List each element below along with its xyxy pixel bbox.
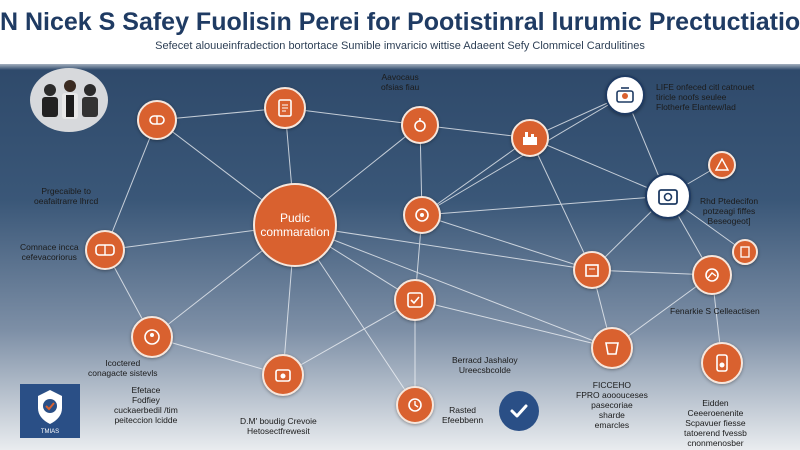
camera-icon: [275, 369, 291, 382]
medicine-box-icon: [658, 189, 678, 205]
edge: [421, 195, 668, 216]
node-camera[interactable]: [262, 354, 304, 396]
edge: [104, 119, 158, 251]
node-report[interactable]: [732, 239, 758, 265]
monitor-icon: [144, 329, 160, 345]
edge: [282, 299, 416, 376]
edge: [421, 137, 531, 216]
organization-badge: TMIAS: [20, 384, 80, 438]
emblem-icon: [38, 390, 62, 424]
node-inspection[interactable]: [396, 386, 434, 424]
edge: [284, 107, 421, 126]
pharmacy-icon: [716, 354, 728, 372]
worker-icon: [95, 244, 115, 256]
header-band: [0, 0, 800, 64]
node-clipboard[interactable]: [403, 196, 441, 234]
page-subtitle: Sefecet alouueinfradection bortortace Su…: [155, 40, 645, 52]
node-mobile[interactable]: [591, 327, 633, 369]
node-pharmacy[interactable]: [701, 342, 743, 384]
edge: [529, 137, 668, 197]
edge: [151, 336, 284, 376]
edge: [294, 224, 613, 349]
badge-caption: TMIAS: [40, 429, 60, 435]
public-communication-hub[interactable]: Pudic commaration: [253, 183, 337, 267]
chart-icon: [705, 268, 719, 282]
node-factory[interactable]: [511, 119, 549, 157]
node-worker[interactable]: [85, 230, 125, 270]
page-title: N Nicek S Safey Fuolisin Perei for Pooti…: [0, 8, 800, 36]
node-pill[interactable]: [137, 100, 177, 140]
safety-check-icon: [407, 292, 423, 308]
node-safety[interactable]: [394, 279, 436, 321]
shield-icon: [585, 264, 599, 277]
node-shield[interactable]: [573, 251, 611, 289]
label-right-mid: Fenarkie S Celleactisen: [670, 306, 760, 316]
hub-label-line1: Pudic: [279, 211, 310, 225]
document-icon: [278, 99, 292, 117]
node-chart[interactable]: [692, 255, 732, 295]
clipboard-icon: [415, 208, 429, 222]
hospital-building-icon: [616, 87, 634, 103]
mobile-device-icon: [605, 342, 619, 355]
inspection-icon: [408, 398, 422, 412]
node-hospital[interactable]: [605, 75, 645, 115]
edge: [156, 107, 286, 121]
warning-icon: [715, 158, 729, 171]
node-alert[interactable]: [708, 151, 736, 179]
checkmark-badge: [499, 391, 539, 431]
node-document[interactable]: [264, 87, 306, 129]
check-icon: [510, 404, 528, 418]
node-medicine-box[interactable]: [645, 173, 691, 219]
people-illustration: [30, 68, 108, 132]
edge: [421, 214, 593, 271]
lab-flask-icon: [414, 118, 426, 132]
people-group-icon: [42, 80, 98, 119]
node-monitor[interactable]: [131, 316, 173, 358]
pill-capsule-icon: [149, 115, 165, 125]
hub-label-line2: commaration: [260, 225, 330, 239]
report-icon: [740, 246, 750, 258]
edge: [294, 224, 593, 271]
factory-icon: [523, 132, 537, 145]
edge: [414, 299, 613, 349]
node-lab[interactable]: [401, 106, 439, 144]
